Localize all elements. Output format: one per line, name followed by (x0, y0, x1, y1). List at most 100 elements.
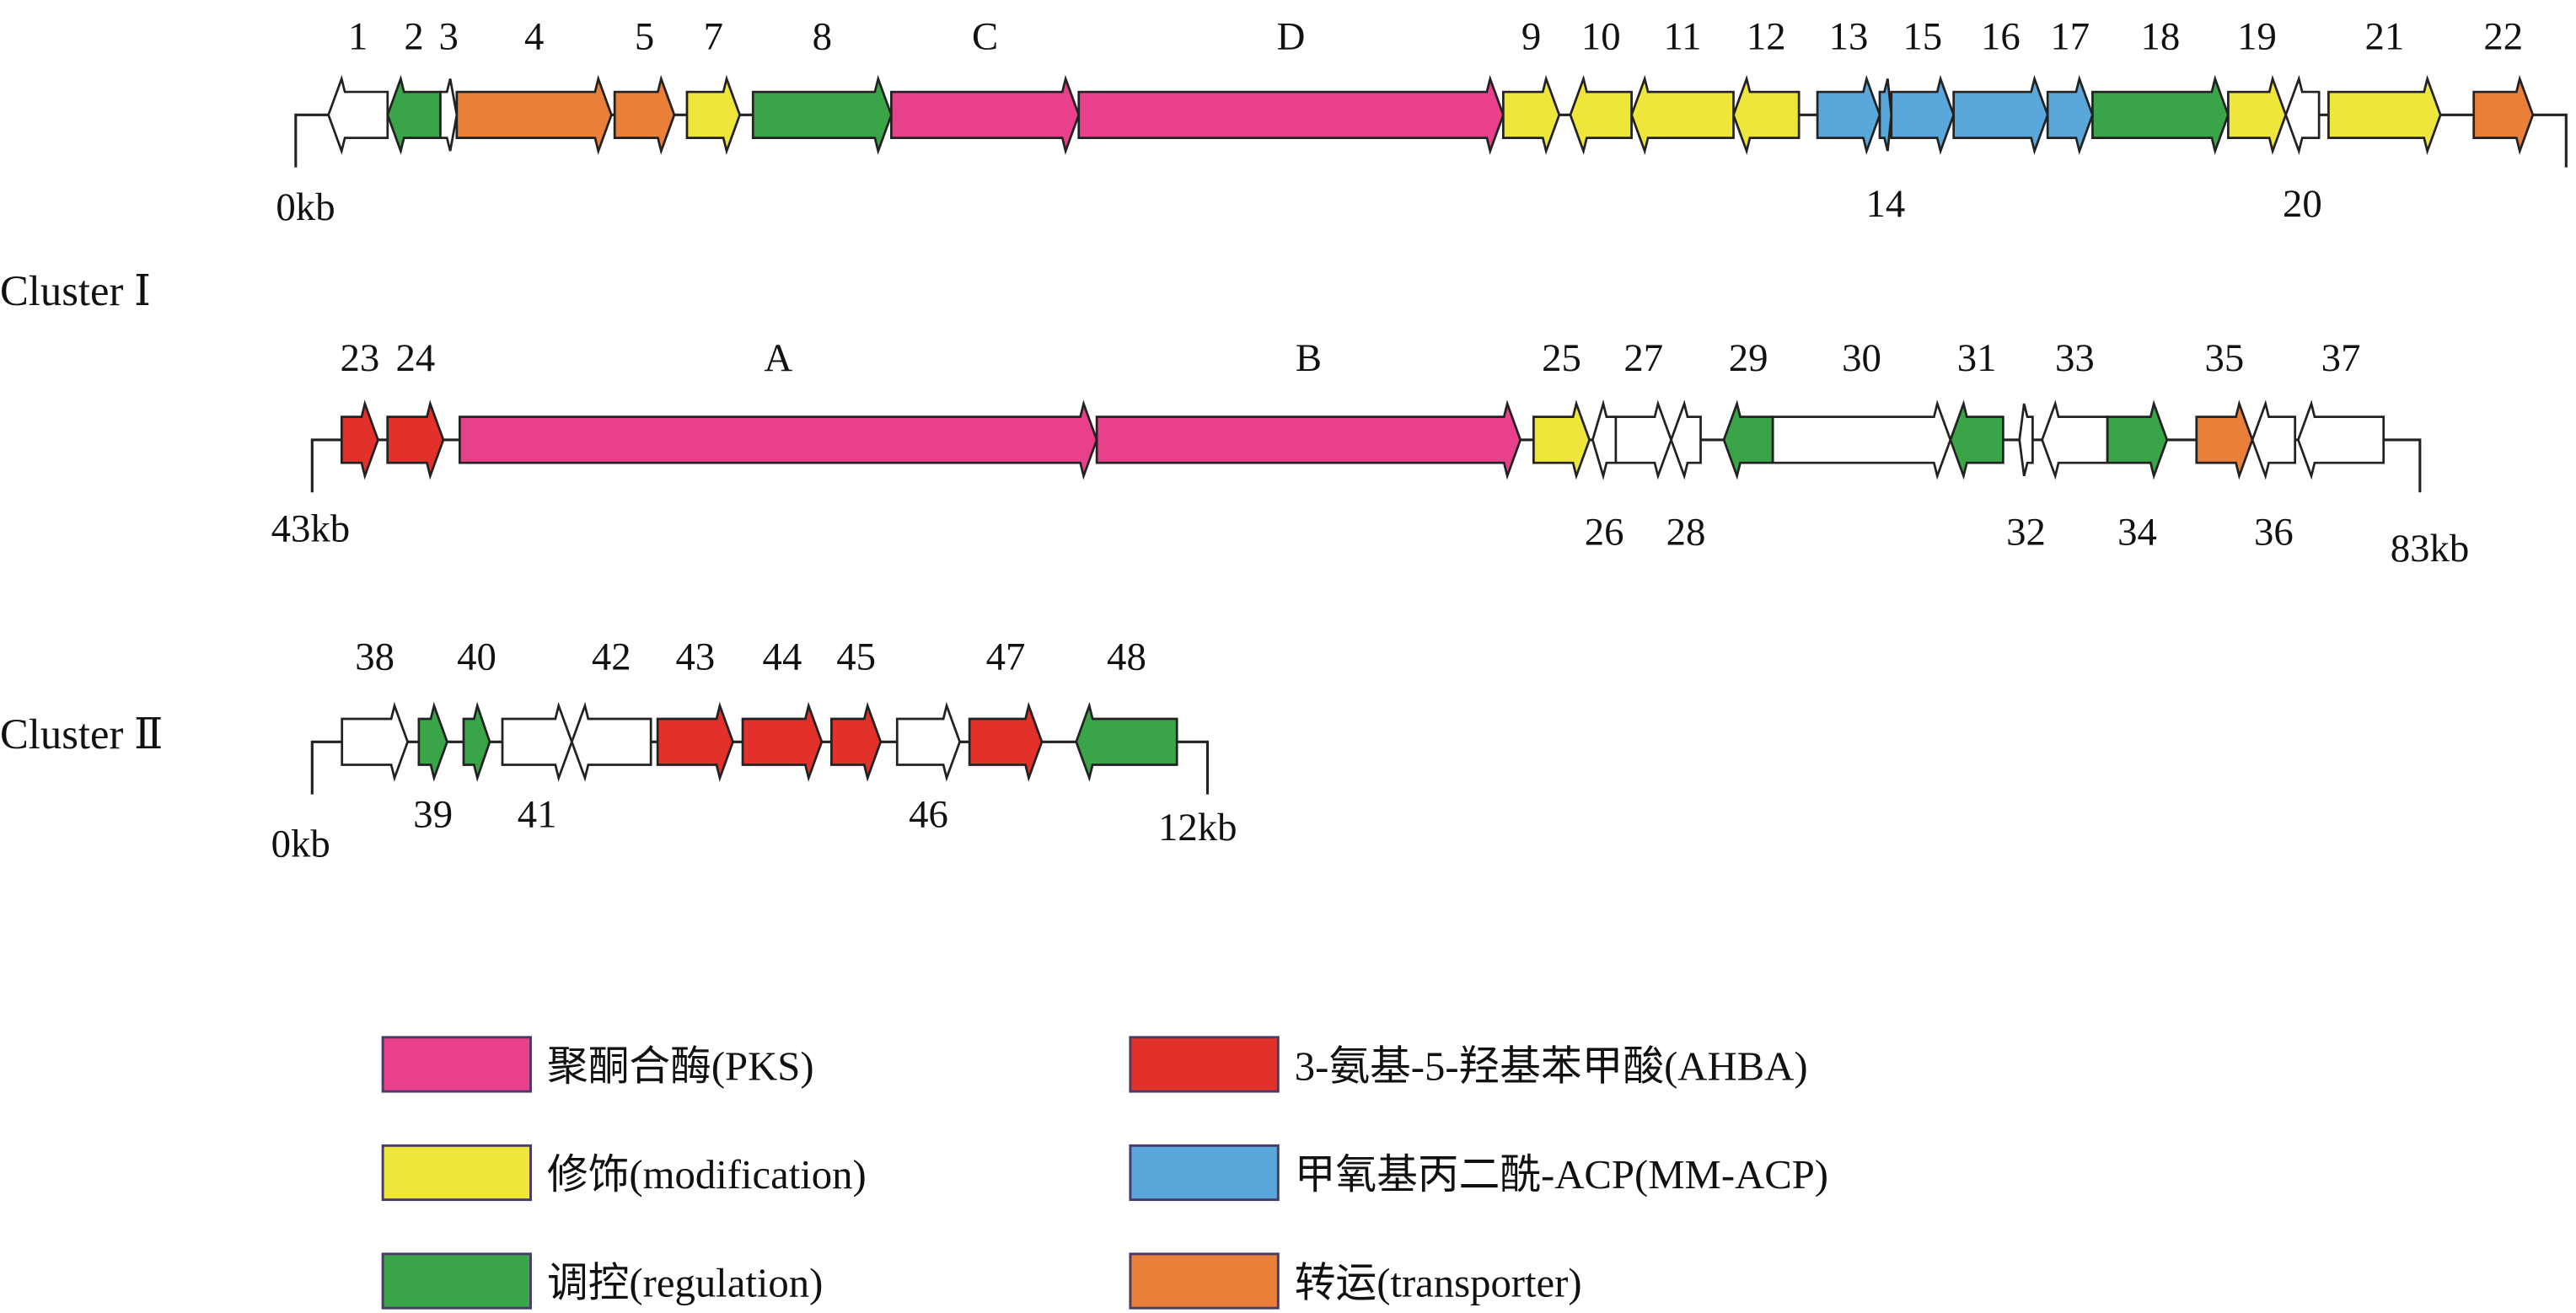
gene-label-11: 11 (1664, 14, 1702, 58)
gene-arrow-27 (1614, 399, 1672, 480)
gene-arrow-14 (1878, 78, 1893, 152)
gene-label-26: 26 (1585, 511, 1624, 555)
gene-label-25: 25 (1542, 336, 1581, 380)
kb-end-label: 12kb (1158, 806, 1237, 849)
gene-arrow-39 (417, 701, 448, 782)
gene-arrow-7 (685, 74, 742, 155)
legend-item-regulation: 调控(regulation) (381, 1252, 823, 1310)
gene-label-38: 38 (355, 635, 394, 679)
gene-label-23: 23 (340, 336, 379, 380)
legend-swatch (381, 1144, 532, 1202)
gene-arrow-30 (1771, 399, 1952, 480)
legend-item-transporter: 转运(transporter) (1129, 1252, 1582, 1310)
gene-label-37: 37 (2321, 336, 2361, 380)
gene-arrow-25 (1532, 399, 1591, 480)
gene-arrow-1 (327, 74, 389, 155)
gene-label-40: 40 (457, 635, 496, 679)
gene-label-34: 34 (2117, 511, 2157, 555)
gene-label-24: 24 (395, 336, 435, 380)
gene-arrow-2 (386, 74, 442, 155)
gene-arrow-34 (2106, 399, 2169, 480)
gene-arrow-28 (1670, 399, 1702, 480)
gene-label-35: 35 (2205, 336, 2245, 380)
legend-swatch (1129, 1036, 1280, 1093)
gene-arrow-23 (340, 399, 379, 480)
kb-end-label: 83kb (2391, 527, 2470, 571)
gene-label-29: 29 (1729, 336, 1768, 380)
gene-label-41: 41 (518, 793, 557, 837)
gene-label-14: 14 (1866, 182, 1906, 226)
cluster-2-label: Cluster Ⅱ (0, 710, 163, 758)
gene-arrow-35 (2195, 399, 2254, 480)
gene-arrow-12 (1732, 74, 1801, 155)
legend-swatch (381, 1036, 532, 1093)
gene-arrow-47 (968, 701, 1044, 782)
gene-arrow-19 (2227, 74, 2288, 155)
gene-label-45: 45 (836, 635, 876, 679)
gene-label-43: 43 (675, 635, 715, 679)
gene-label-44: 44 (763, 635, 802, 679)
gene-arrow-22 (2472, 74, 2535, 155)
gene-arrow-24 (386, 399, 445, 480)
gene-label-13: 13 (1829, 14, 1869, 58)
gene-label-A: A (764, 336, 792, 380)
gene-arrow-42 (570, 701, 652, 782)
gene-label-3: 3 (438, 14, 458, 58)
legend-label: 甲氧基丙二酰-ACP(MM-ACP) (1295, 1152, 1828, 1198)
gene-arrow-36 (2251, 399, 2297, 480)
legend-item-PKS: 聚酮合酶(PKS) (381, 1036, 814, 1093)
legend-swatch (1129, 1252, 1280, 1310)
gene-label-B: B (1296, 336, 1322, 380)
gene-label-9: 9 (1521, 14, 1541, 58)
gene-arrow-18 (2091, 74, 2230, 155)
gene-arrow-45 (830, 701, 883, 782)
gene-label-4: 4 (524, 14, 544, 58)
gene-arrow-D (1077, 74, 1505, 155)
gene-label-42: 42 (592, 635, 631, 679)
gene-label-D: D (1277, 14, 1306, 58)
gene-label-5: 5 (635, 14, 654, 58)
gene-arrow-31 (1949, 399, 2004, 480)
gene-label-19: 19 (2237, 14, 2277, 58)
gene-arrow-46 (895, 701, 962, 782)
gene-arrow-21 (2327, 74, 2442, 155)
gene-label-39: 39 (413, 793, 453, 837)
gene-label-1: 1 (348, 14, 368, 58)
gene-label-12: 12 (1747, 14, 1786, 58)
gene-arrow-44 (741, 701, 824, 782)
gene-arrow-33 (2041, 399, 2109, 480)
gene-arrow-38 (341, 701, 410, 782)
legend-item-AHBA: 3-氨基-5-羟基苯甲酸(AHBA) (1129, 1036, 1808, 1093)
kb-start-label: 0kb (276, 185, 335, 229)
gene-arrow-3 (439, 78, 459, 152)
legend-label: 调控(regulation) (547, 1261, 823, 1306)
gene-arrow-B (1095, 399, 1522, 480)
legend-label: 转运(transporter) (1295, 1261, 1582, 1306)
legend-label: 修饰(modification) (547, 1152, 867, 1198)
kb-start-label: 0kb (271, 823, 330, 866)
gene-label-C: C (972, 14, 998, 58)
gene-arrow-40 (462, 701, 491, 782)
gene-arrow-8 (751, 74, 893, 155)
gene-label-16: 16 (1981, 14, 2021, 58)
legend-swatch (381, 1252, 532, 1310)
gene-arrow-48 (1075, 701, 1178, 782)
gene-arrow-13 (1816, 74, 1881, 155)
gene-arrow-16 (1952, 74, 2049, 155)
gene-arrow-C (890, 74, 1081, 155)
gene-arrow-41 (501, 701, 573, 782)
gene-arrow-43 (656, 701, 734, 782)
gene-arrow-9 (1502, 74, 1561, 155)
gene-label-22: 22 (2483, 14, 2523, 58)
gene-arrow-17 (2046, 74, 2094, 155)
legend-item-modification: 修饰(modification) (381, 1144, 867, 1202)
gene-label-36: 36 (2254, 511, 2294, 555)
gene-arrow-29 (1722, 399, 1774, 480)
legend-swatch (1129, 1144, 1280, 1202)
gene-label-10: 10 (1581, 14, 1621, 58)
legend-label: 3-氨基-5-羟基苯甲酸(AHBA) (1295, 1043, 1808, 1089)
